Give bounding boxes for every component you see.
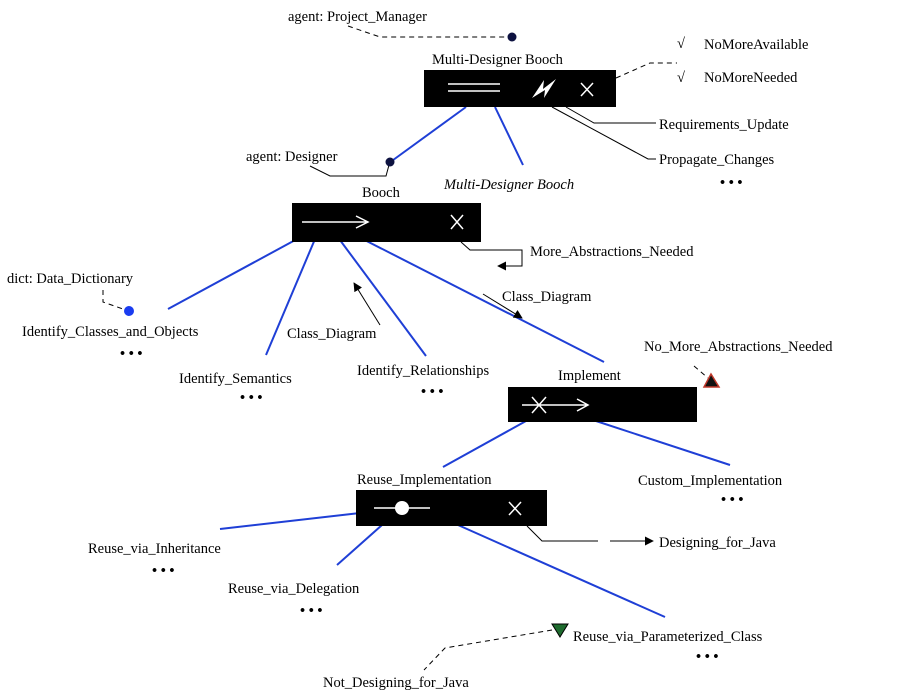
link-propagate-changes: Propagate_Changes xyxy=(659,152,775,168)
reuse-via-inheritance-ellipsis: • • • xyxy=(152,563,174,579)
down-triangle-icon xyxy=(551,623,569,638)
link-implement-to-reuse xyxy=(442,420,527,468)
task-implement-label: Implement xyxy=(558,368,621,384)
conditions-connector xyxy=(615,62,677,79)
arrow-right-icon xyxy=(302,215,370,229)
link-implement-to-custom xyxy=(595,420,731,466)
task-multi-designer-booch-italic-label: Multi-Designer Booch xyxy=(443,177,574,193)
agent-project-manager-connector xyxy=(347,25,508,38)
task-multi-designer-booch-label: Multi-Designer Booch xyxy=(432,52,564,68)
condition-more-abstractions-needed: More_Abstractions_Needed xyxy=(530,244,694,260)
subtask-custom-implementation[interactable]: Custom_Implementation xyxy=(638,473,783,489)
subtask-reuse-via-delegation[interactable]: Reuse_via_Delegation xyxy=(228,581,360,597)
warning-triangle-icon xyxy=(702,372,721,388)
link-booch-to-identify-classes xyxy=(167,231,311,310)
link-reuse-to-inheritance xyxy=(219,512,361,530)
subtask-identify-classes[interactable]: Identify_Classes_and_Objects xyxy=(22,324,199,340)
dict-connector xyxy=(102,290,124,310)
reuse-via-parameterized-ellipsis: • • • xyxy=(696,649,718,665)
class-diagram-upper-arrow xyxy=(482,293,523,319)
link-reuse-to-parameterized xyxy=(457,524,666,618)
cross-icon-mdb xyxy=(580,82,594,97)
subtask-identify-relationships[interactable]: Identify_Relationships xyxy=(357,363,489,379)
link-booch-to-identify-relationships xyxy=(333,231,427,357)
condition-designing-for-java: Designing_for_Java xyxy=(659,535,776,551)
link-booch-to-identify-semantics xyxy=(265,231,319,356)
propagate-changes-leader xyxy=(551,106,656,160)
link-mdb-to-booch xyxy=(388,106,467,164)
task-multi-designer-booch-box[interactable] xyxy=(424,70,616,107)
propagate-changes-ellipsis: • • • xyxy=(720,175,742,191)
designing-for-java-leader xyxy=(526,525,598,542)
class-diagram-lower-arrow xyxy=(353,282,381,326)
crossed-arrow-icon xyxy=(522,396,590,414)
no-more-abstractions-connector xyxy=(693,365,709,379)
identify-relationships-ellipsis: • • • xyxy=(421,384,443,400)
condition-no-more-abstractions-needed: No_More_Abstractions_Needed xyxy=(644,339,833,355)
link-requirements-update: Requirements_Update xyxy=(659,117,789,133)
lightning-icon xyxy=(532,79,556,98)
custom-implementation-ellipsis: • • • xyxy=(721,492,743,508)
requirements-update-leader xyxy=(565,106,656,124)
agent-project-manager-label: agent: Project_Manager xyxy=(288,9,427,25)
identify-semantics-ellipsis: • • • xyxy=(240,390,262,406)
cross-icon-booch xyxy=(450,214,464,230)
dict-data-dictionary-label: dict: Data_Dictionary xyxy=(7,271,134,287)
not-designing-for-java-connector xyxy=(423,629,553,671)
condition-no-more-needed: NoMoreNeeded xyxy=(704,70,798,86)
condition-not-designing-for-java: Not_Designing_for_Java xyxy=(323,675,469,691)
task-booch-label: Booch xyxy=(362,185,401,201)
agent-designer-label: agent: Designer xyxy=(246,149,338,165)
reuse-via-delegation-ellipsis: • • • xyxy=(300,603,322,619)
check-mark-icon: √ xyxy=(677,70,685,86)
subtask-reuse-via-parameterized-class[interactable]: Reuse_via_Parameterized_Class xyxy=(573,629,763,645)
agent-project-manager-dot[interactable] xyxy=(507,32,517,42)
cross-icon-reuse xyxy=(508,501,522,516)
identify-classes-ellipsis: • • • xyxy=(120,346,142,362)
subtask-identify-semantics[interactable]: Identify_Semantics xyxy=(179,371,292,387)
link-reuse-to-delegation xyxy=(336,524,383,566)
link-booch-to-implement xyxy=(348,231,605,363)
task-reuse-implementation-label: Reuse_Implementation xyxy=(357,472,492,488)
agent-designer-connector xyxy=(309,164,390,177)
link-class-diagram-lower: Class_Diagram xyxy=(287,326,377,342)
dict-dot[interactable] xyxy=(124,306,134,316)
subtask-reuse-via-inheritance[interactable]: Reuse_via_Inheritance xyxy=(88,541,221,557)
link-mdb-to-mdb-italic xyxy=(494,106,524,166)
agent-designer-dot[interactable] xyxy=(385,157,395,167)
condition-no-more-available: NoMoreAvailable xyxy=(704,37,808,53)
more-abstractions-leader xyxy=(460,241,523,271)
link-class-diagram-upper: Class_Diagram xyxy=(502,289,592,305)
check-mark-icon: √ xyxy=(677,36,685,52)
